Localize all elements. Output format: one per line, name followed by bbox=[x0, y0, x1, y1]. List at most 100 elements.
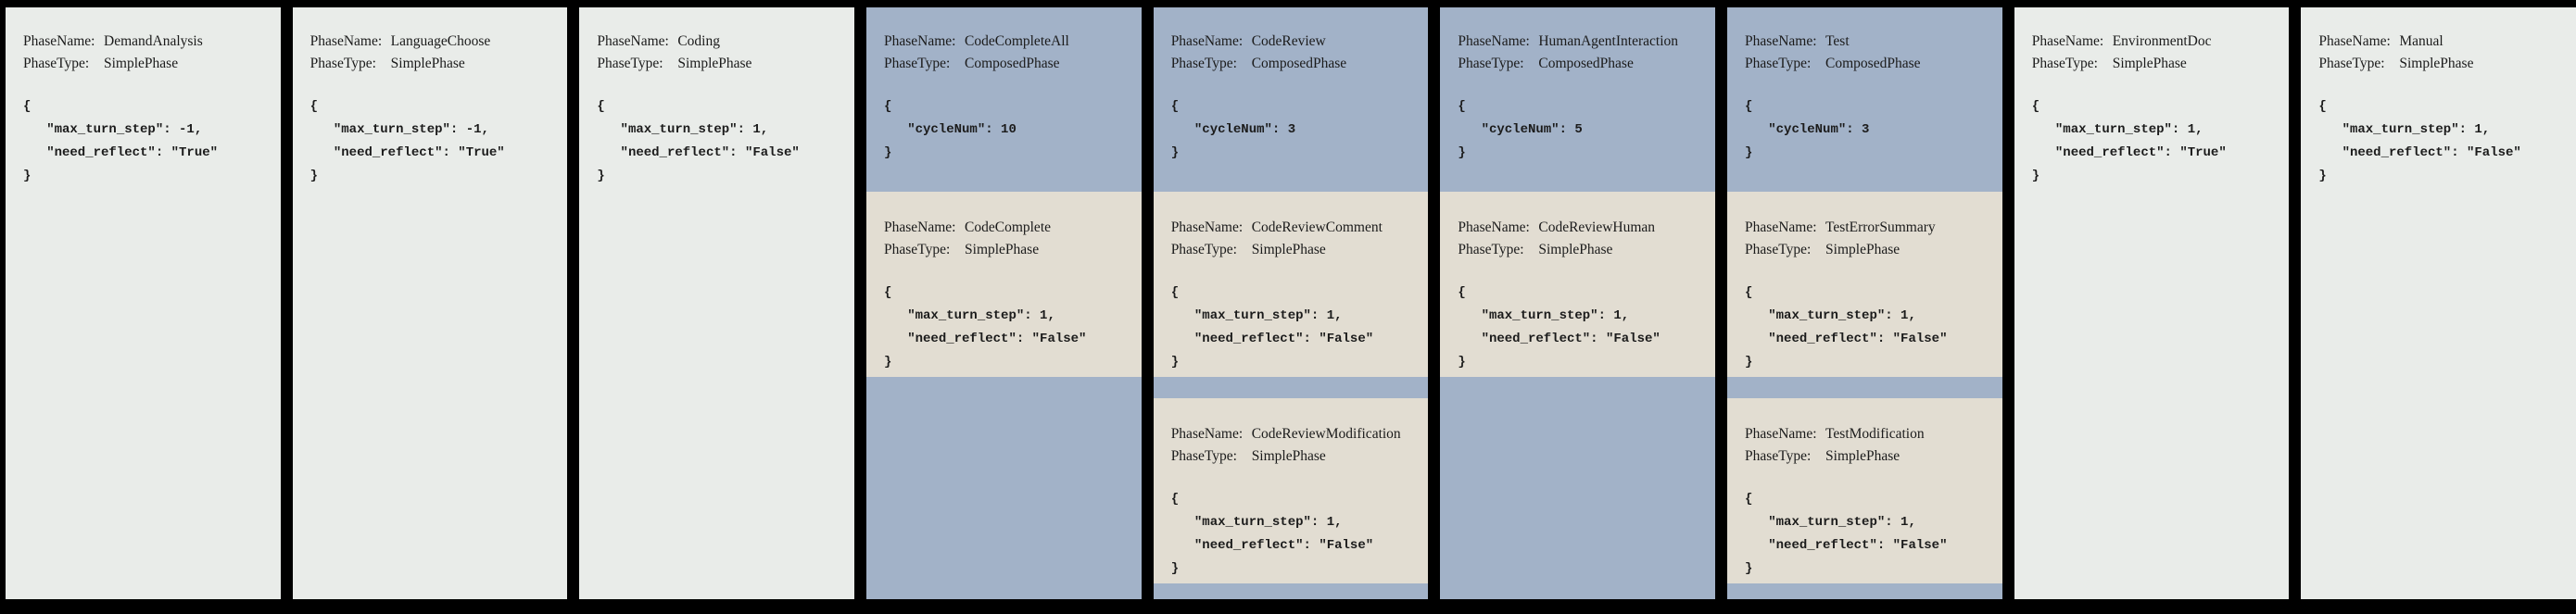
phase-name-row: PhaseName: CodeReviewHuman bbox=[1458, 217, 1706, 239]
phase-block: PhaseName: Manual PhaseType: SimplePhase… bbox=[2301, 7, 2576, 188]
phase-block: PhaseName: CodeReviewComment PhaseType: … bbox=[1154, 192, 1429, 374]
phase-type-row: PhaseType: ComposedPhase bbox=[1745, 53, 1993, 75]
phase-config-json: { "max_turn_step": 1, "need_reflect": "F… bbox=[1745, 492, 1948, 576]
phase-name-label: PhaseName: bbox=[23, 33, 95, 49]
phase-type-label: PhaseType: bbox=[1170, 448, 1237, 464]
phase-block: PhaseName: Coding PhaseType: SimplePhase… bbox=[579, 7, 854, 188]
phase-type-row: PhaseType: SimplePhase bbox=[1171, 445, 1420, 468]
phase-name-row: PhaseName: Test bbox=[1745, 31, 1993, 53]
phase-type-row: PhaseType: SimplePhase bbox=[1171, 239, 1420, 261]
phase-type-row: PhaseType: SimplePhase bbox=[597, 53, 845, 75]
phase-name-label: PhaseName: bbox=[1458, 33, 1530, 49]
phase-name-row: PhaseName: CodeReviewModification bbox=[1171, 423, 1420, 445]
phase-type-value: ComposedPhase bbox=[1251, 56, 1347, 71]
phase-name-label: PhaseName: bbox=[1170, 33, 1244, 49]
phase-name-value: CodeReviewComment bbox=[1251, 219, 1383, 235]
subphase-card-code-review-modification: PhaseName: CodeReviewModification PhaseT… bbox=[1153, 398, 1429, 583]
phase-name-label: PhaseName: bbox=[1745, 426, 1817, 442]
phase-name-row: PhaseName: CodeComplete bbox=[884, 217, 1132, 239]
phase-name-value: TestErrorSummary bbox=[1825, 219, 1936, 235]
phase-name-label: PhaseName: bbox=[1170, 426, 1244, 442]
composed-phase-header: PhaseName: CodeCompleteAll PhaseType: Co… bbox=[866, 7, 1142, 192]
phase-type-value: SimplePhase bbox=[1825, 242, 1900, 257]
phase-type-label: PhaseType: bbox=[2318, 56, 2385, 71]
phase-type-label: PhaseType: bbox=[1170, 242, 1237, 257]
phase-name-label: PhaseName: bbox=[1745, 219, 1817, 235]
phase-name-label: PhaseName: bbox=[597, 33, 669, 49]
phase-name-row: PhaseName: TestErrorSummary bbox=[1745, 217, 1993, 239]
subphase-card-code-review-comment: PhaseName: CodeReviewComment PhaseType: … bbox=[1153, 192, 1429, 377]
phase-name-row: PhaseName: CodeCompleteAll bbox=[884, 31, 1132, 53]
composed-phase-header: PhaseName: HumanAgentInteraction PhaseTy… bbox=[1440, 7, 1715, 192]
phase-name-label: PhaseName: bbox=[2318, 33, 2391, 49]
phase-name-value: LanguageChoose bbox=[390, 33, 491, 49]
phase-config-json: { "cycleNum": 10 } bbox=[884, 99, 1017, 160]
phase-type-label: PhaseType: bbox=[597, 56, 663, 71]
phase-name-value: CodeReview bbox=[1251, 33, 1326, 49]
phase-type-row: PhaseType: SimplePhase bbox=[310, 53, 559, 75]
phase-type-label: PhaseType: bbox=[1745, 448, 1812, 464]
phase-type-row: PhaseType: ComposedPhase bbox=[1458, 53, 1706, 75]
phase-type-label: PhaseType: bbox=[884, 242, 951, 257]
phase-name-row: PhaseName: CodeReview bbox=[1171, 31, 1420, 53]
phase-block: PhaseName: TestModification PhaseType: S… bbox=[1727, 398, 2002, 581]
composed-phase-spacer bbox=[1727, 377, 2002, 398]
phase-name-value: TestModification bbox=[1825, 426, 1925, 442]
composed-phase-spacer bbox=[1154, 377, 1429, 398]
phase-block: PhaseName: CodeReview PhaseType: Compose… bbox=[1154, 7, 1429, 165]
phase-type-value: SimplePhase bbox=[104, 56, 179, 71]
composed-phase-header: PhaseName: CodeReview PhaseType: Compose… bbox=[1154, 7, 1429, 192]
phase-config-json: { "max_turn_step": 1, "need_reflect": "F… bbox=[1745, 285, 1948, 370]
phase-name-value: Test bbox=[1825, 33, 1850, 49]
phase-name-row: PhaseName: CodeReviewComment bbox=[1171, 217, 1420, 239]
phase-type-value: SimplePhase bbox=[1251, 448, 1326, 464]
phase-config-json: { "cycleNum": 3 } bbox=[1745, 99, 1870, 160]
composed-phase-filler bbox=[1154, 583, 1429, 599]
phase-name-label: PhaseName: bbox=[1745, 33, 1817, 49]
phase-type-row: PhaseType: SimplePhase bbox=[2032, 53, 2280, 75]
phase-type-value: ComposedPhase bbox=[965, 56, 1060, 71]
phase-name-value: CodeCompleteAll bbox=[965, 33, 1069, 49]
phase-config-json: { "max_turn_step": 1, "need_reflect": "F… bbox=[1170, 285, 1374, 370]
phase-block: PhaseName: EnvironmentDoc PhaseType: Sim… bbox=[2014, 7, 2290, 188]
composed-phase-filler bbox=[1727, 583, 2002, 599]
phase-type-label: PhaseType: bbox=[1458, 56, 1524, 71]
phase-config-json: { "cycleNum": 5 } bbox=[1458, 99, 1583, 160]
phase-type-row: PhaseType: SimplePhase bbox=[23, 53, 271, 75]
composed-phase-filler bbox=[1440, 377, 1715, 599]
phase-name-row: PhaseName: DemandAnalysis bbox=[23, 31, 271, 53]
phase-type-value: SimplePhase bbox=[2112, 56, 2187, 71]
subphase-card-test-modification: PhaseName: TestModification PhaseType: S… bbox=[1727, 398, 2002, 583]
phase-block: PhaseName: DemandAnalysis PhaseType: Sim… bbox=[6, 7, 281, 188]
phase-block: PhaseName: LanguageChoose PhaseType: Sim… bbox=[293, 7, 568, 188]
phase-name-value: CodeReviewModification bbox=[1251, 426, 1401, 442]
phase-name-row: PhaseName: EnvironmentDoc bbox=[2032, 31, 2280, 53]
phase-type-label: PhaseType: bbox=[1458, 242, 1524, 257]
phase-block: PhaseName: CodeReviewModification PhaseT… bbox=[1154, 398, 1429, 581]
phase-name-row: PhaseName: Coding bbox=[597, 31, 845, 53]
phase-name-value: EnvironmentDoc bbox=[2112, 33, 2212, 49]
phase-card-environment-doc: PhaseName: EnvironmentDoc PhaseType: Sim… bbox=[2014, 7, 2290, 599]
phase-type-label: PhaseType: bbox=[309, 56, 376, 71]
phase-type-row: PhaseType: SimplePhase bbox=[1745, 445, 1993, 468]
phase-type-label: PhaseType: bbox=[1170, 56, 1237, 71]
subphase-card-code-review-human: PhaseName: CodeReviewHuman PhaseType: Si… bbox=[1440, 192, 1716, 377]
phase-name-value: CodeComplete bbox=[965, 219, 1052, 235]
phase-name-label: PhaseName: bbox=[1170, 219, 1244, 235]
phase-type-row: PhaseType: ComposedPhase bbox=[884, 53, 1132, 75]
phase-config-json: { "max_turn_step": 1, "need_reflect": "T… bbox=[2031, 99, 2227, 183]
phase-type-row: PhaseType: SimplePhase bbox=[1745, 239, 1993, 261]
phase-name-row: PhaseName: HumanAgentInteraction bbox=[1458, 31, 1706, 53]
phase-type-row: PhaseType: SimplePhase bbox=[884, 239, 1132, 261]
phase-name-label: PhaseName: bbox=[1458, 219, 1530, 235]
phase-type-value: SimplePhase bbox=[2399, 56, 2474, 71]
phase-type-label: PhaseType: bbox=[2031, 56, 2098, 71]
phase-block: PhaseName: TestErrorSummary PhaseType: S… bbox=[1727, 192, 2002, 374]
phase-type-value: ComposedPhase bbox=[1538, 56, 1634, 71]
phase-type-label: PhaseType: bbox=[1745, 56, 1812, 71]
phase-type-value: SimplePhase bbox=[1538, 242, 1613, 257]
phase-name-row: PhaseName: Manual bbox=[2318, 31, 2567, 53]
phase-name-label: PhaseName: bbox=[884, 33, 956, 49]
phase-config-json: { "max_turn_step": -1, "need_reflect": "… bbox=[309, 99, 505, 183]
